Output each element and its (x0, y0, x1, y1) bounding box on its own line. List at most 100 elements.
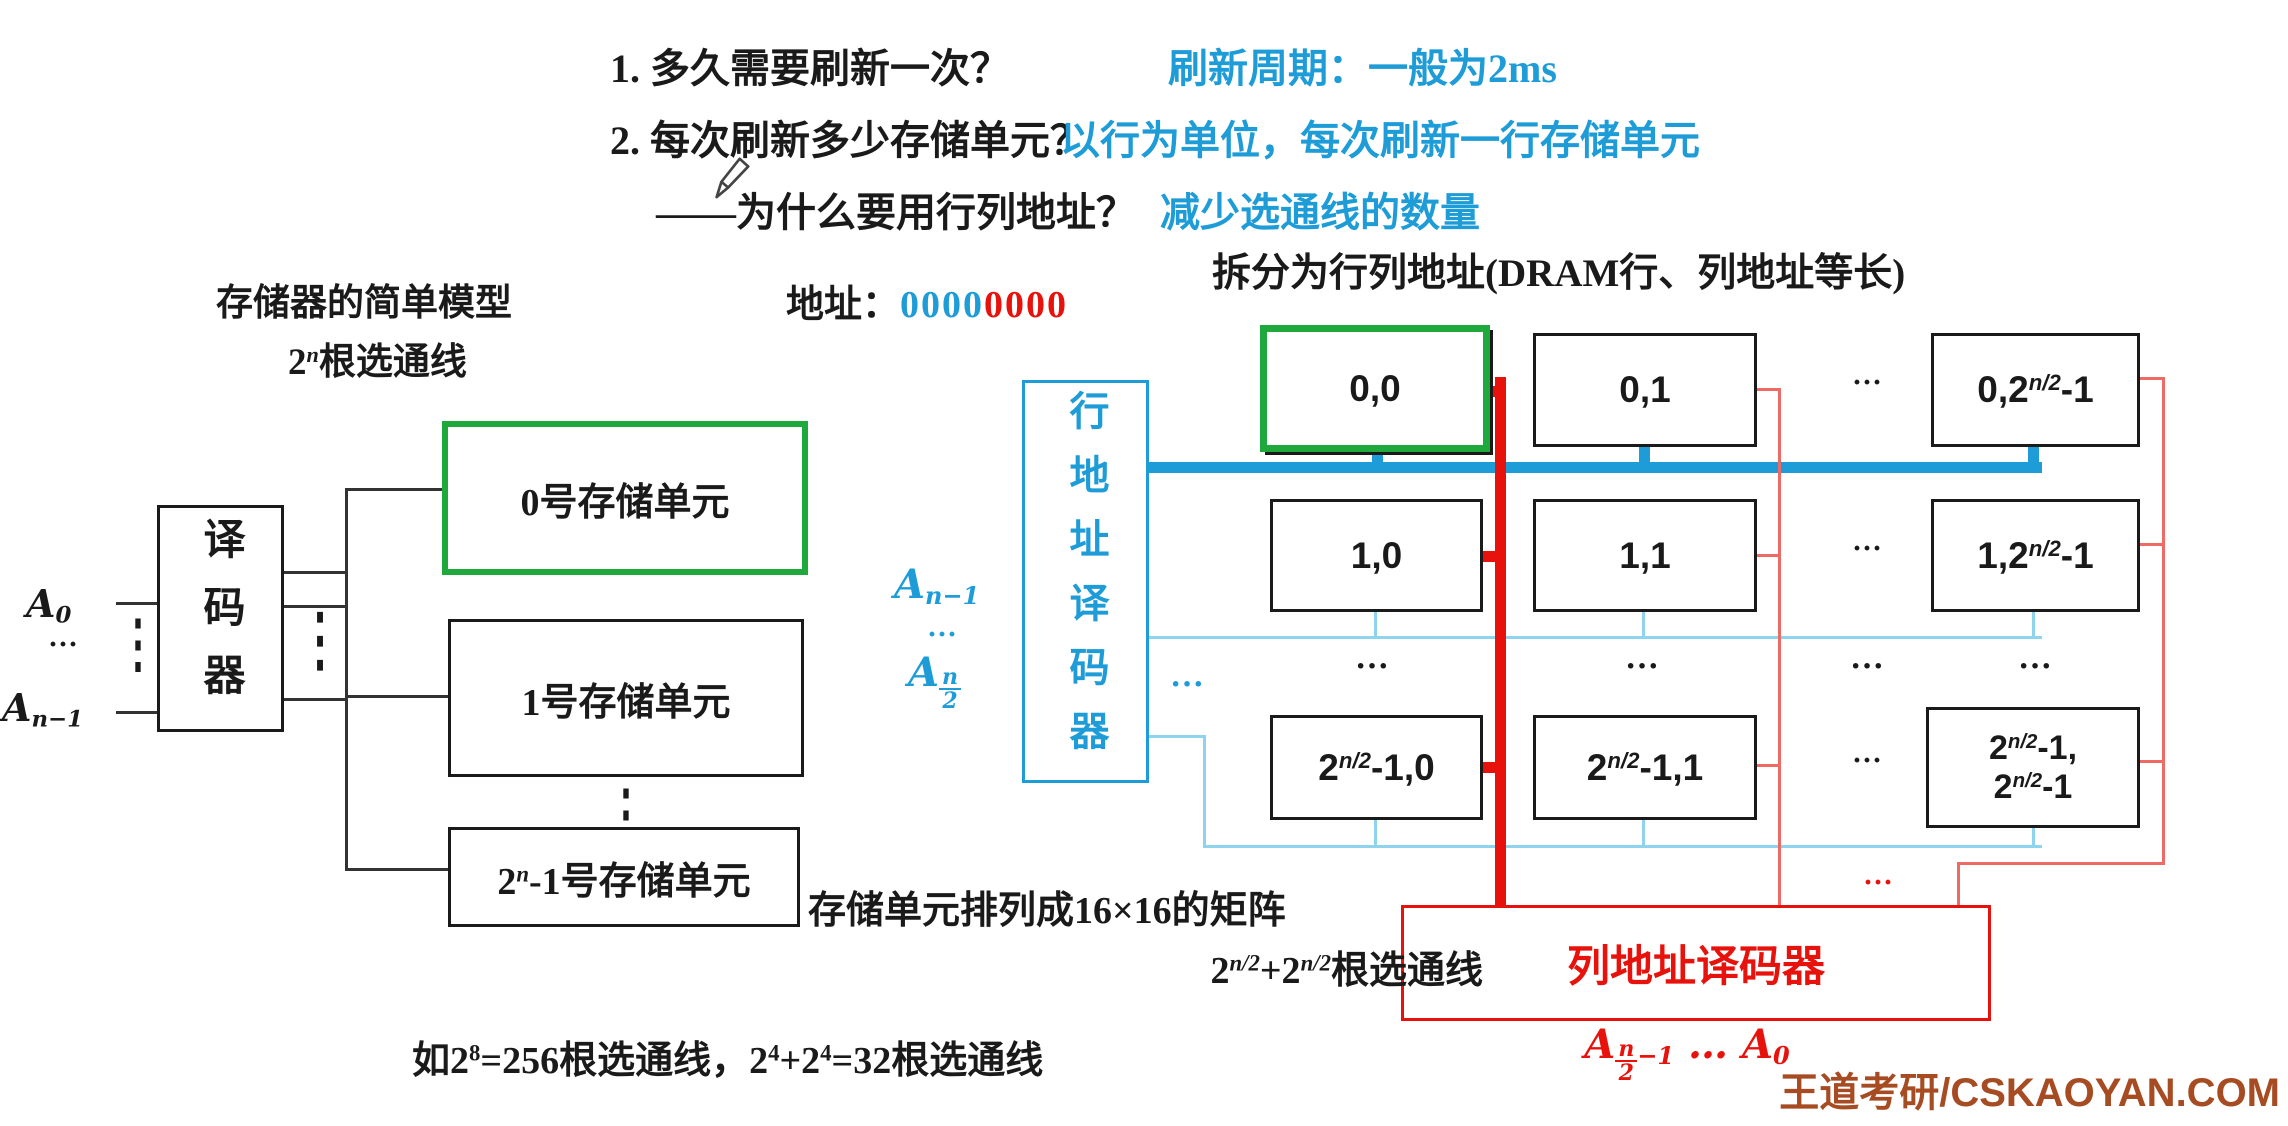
matrix-cell-0-0: 0,0 (1260, 325, 1490, 452)
wire-col0-line (1495, 377, 1506, 905)
address-prefix: 地址： (786, 284, 901, 326)
left-decoder-label: 译码器 (197, 516, 243, 721)
wire-row1-stub-cl (2032, 612, 2035, 638)
wire-row1-stub-c1 (1642, 612, 1645, 638)
cell-1-box: 1号存储单元 (448, 619, 804, 777)
wire-row0-stub-cl (2028, 447, 2039, 464)
row-decoder-label: 行地址译码器 (1063, 389, 1109, 774)
cell-1-label: 1号存储单元 (521, 681, 731, 724)
wire-col1-stub-rl (1757, 764, 1778, 767)
wire-rowlast-stub-c0 (1374, 820, 1377, 845)
wire-row1-stub-c0 (1374, 612, 1377, 638)
matrix-dots-cm: ··· (1849, 648, 1885, 685)
matrix-cell-0-1-label: 0,1 (1619, 369, 1671, 410)
wire-branch-cell1 (347, 695, 448, 698)
wire-row0-stub-c1 (1639, 447, 1650, 464)
wire-collast-stub-rl (2139, 760, 2162, 763)
matrix-cell-last-1: 2n/2-1,1 (1533, 715, 1757, 820)
matrix-cell-last-0: 2n/2-1,0 (1270, 715, 1483, 820)
wire-collast-stub-r0 (2139, 377, 2162, 380)
wire-decoder-out-3 (284, 698, 347, 701)
left-decoder-box: 译码器 (157, 505, 284, 732)
cell-0-label: 0号存储单元 (520, 481, 730, 524)
answer-1: 刷新周期：一般为2ms (1168, 46, 1557, 91)
address-col-bits: 0000 (984, 284, 1069, 326)
wire-col1-line (1778, 388, 1781, 905)
wire-col0-stub-r1 (1483, 551, 1495, 562)
left-select-lines-label: 2n根选通线 (288, 341, 467, 383)
col-decoder-label: 列地址译码器 (1567, 944, 1825, 991)
wire-col1-stub-r1 (1757, 554, 1778, 557)
wire-branch-cell-last (347, 868, 448, 871)
cell-last-label: 2n-1号存储单元 (497, 860, 751, 903)
matrix-cell-1-last: 1,2n/2-1 (1931, 499, 2140, 612)
wire-branch-cell0 (347, 488, 445, 491)
left-model-title: 存储器的简单模型 (216, 283, 512, 324)
cell-last-box: 2n-1号存储单元 (448, 827, 800, 927)
matrix-cell-last-1-label: 2n/2-1,1 (1586, 746, 1704, 788)
wire-collast-step-h (1957, 862, 2165, 865)
wire-collast-stub-r1 (2139, 543, 2162, 546)
left-input-a0-label: A0 (26, 581, 72, 629)
matrix-cell-1-0-label: 1,0 (1350, 534, 1403, 576)
matrix-note: 存储单元排列成16×16的矩阵 (808, 890, 1286, 932)
wire-row0-line (1149, 462, 2042, 473)
wire-rowlast-conn-v (1203, 735, 1206, 848)
matrix-dots-row0: ··· (1851, 366, 1882, 399)
matrix-dots-c0: ··· (1354, 648, 1390, 685)
col-decoder-box: 列地址译码器 (1401, 905, 1991, 1021)
row-bits-dots: ··· (926, 618, 957, 651)
matrix-cell-last-last-label: 2n/2-1,2n/2-1 (1988, 728, 2078, 806)
left-input-vdots: ⋮ (118, 607, 158, 680)
address-row-bits: 0000 (900, 284, 985, 326)
wire-input-a0 (116, 602, 157, 605)
wire-decoder-out-2 (284, 605, 347, 608)
left-input-dots: ··· (47, 628, 78, 661)
cell-0-box: 0号存储单元 (442, 421, 808, 575)
matrix-dots-decoder: ··· (1169, 666, 1205, 703)
matrix-dots-cl: ··· (2017, 648, 2053, 685)
wire-row0-stub-c0 (1372, 446, 1383, 464)
matrix-cell-0-1: 0,1 (1533, 333, 1757, 447)
col-decoder-dots: ··· (1862, 866, 1893, 899)
matrix-dots-rowlast: ··· (1851, 744, 1882, 777)
wire-col0-stub-rl (1483, 762, 1495, 773)
left-input-an1-label: An−1 (2, 685, 84, 733)
answer-2: 以行为单位，每次刷新一行存储单元 (1060, 118, 1700, 163)
matrix-cell-1-1: 1,1 (1533, 499, 1757, 612)
wire-collast-step-v (1957, 862, 1960, 905)
wire-rowlast-stub-c1 (1642, 820, 1645, 845)
matrix-cell-0-last-label: 0,2n/2-1 (1977, 369, 2094, 410)
question-2: 2. 每次刷新多少存储单元？ (610, 118, 1090, 163)
wire-select-bus (345, 488, 348, 871)
question-3: ——为什么要用行列地址？ (656, 190, 1136, 235)
wire-decoder-out-1 (284, 571, 347, 574)
matrix-cell-1-0: 1,0 (1270, 499, 1483, 612)
wire-collast-line (2162, 377, 2165, 865)
wire-rowlast-stub-cl (2032, 828, 2035, 845)
select-lines-note: 2n/2+2n/2根选通线 (1210, 950, 1483, 992)
left-bus-vdots: ⋮ (298, 601, 342, 680)
matrix-dots-c1: ··· (1624, 648, 1660, 685)
matrix-cell-0-0-label: 0,0 (1349, 367, 1401, 409)
wire-input-an1 (116, 711, 157, 714)
row-decoder-box: 行地址译码器 (1022, 380, 1149, 783)
matrix-cell-last-0-label: 2n/2-1,0 (1318, 746, 1435, 788)
wire-col1-stub-r0 (1757, 388, 1778, 391)
wire-rowlast-conn-h (1149, 735, 1205, 738)
matrix-cell-last-last: 2n/2-1,2n/2-1 (1926, 707, 2140, 828)
answer-3: 减少选通线的数量 (1160, 190, 1480, 235)
pen-cursor-icon (715, 157, 750, 199)
address-label: 地址：00000000 (786, 284, 1068, 328)
matrix-cell-0-last: 0,2n/2-1 (1931, 333, 2140, 447)
matrix-cell-1-1-label: 1,1 (1619, 534, 1671, 576)
row-bits-top-label: An−1 (894, 561, 980, 610)
matrix-dots-row1: ··· (1851, 532, 1882, 565)
watermark: 王道考研/CSKAOYAN.COM (1779, 1071, 2280, 1115)
example-note: 如28=256根选通线，24+24=32根选通线 (412, 1040, 1044, 1082)
wire-rowlast-line (1203, 845, 2042, 848)
right-model-title: 拆分为行列地址(DRAM行、列地址等长) (1212, 252, 1906, 295)
wire-row1-line (1149, 636, 2042, 639)
